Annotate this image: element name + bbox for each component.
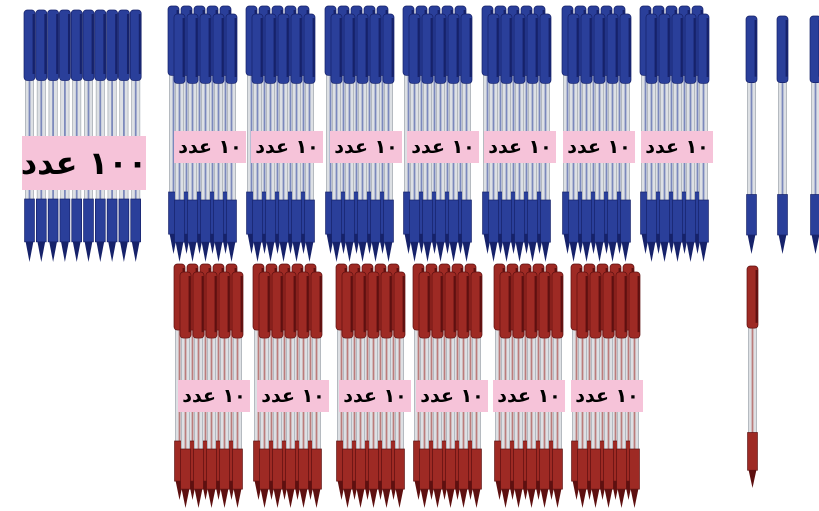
bundle-label-red-6: ۱۰ عدد [571, 380, 643, 412]
bundle-label-red-1: ۱۰ عدد [178, 380, 250, 412]
bundle-label-100-blue: ۱۰۰ عدد [22, 136, 146, 190]
bundle-label-blue-3: ۱۰ عدد [330, 131, 402, 163]
bundle-label-red-5: ۱۰ عدد [493, 380, 565, 412]
bundle-label-blue-1: ۱۰ عدد [174, 131, 246, 163]
bundle-label-red-2: ۱۰ عدد [257, 380, 329, 412]
bundle-label-blue-5: ۱۰ عدد [484, 131, 556, 163]
bundle-label-blue-7: ۱۰ عدد [641, 131, 713, 163]
bundle-label-red-4: ۱۰ عدد [416, 380, 488, 412]
bundle-label-blue-6: ۱۰ عدد [563, 131, 635, 163]
bundle-label-red-3: ۱۰ عدد [339, 380, 411, 412]
single-red-pen [747, 266, 758, 488]
bundle-label-blue-2: ۱۰ عدد [251, 131, 323, 163]
single-blue-pens [746, 16, 819, 254]
bundle-label-blue-4: ۱۰ عدد [407, 131, 479, 163]
